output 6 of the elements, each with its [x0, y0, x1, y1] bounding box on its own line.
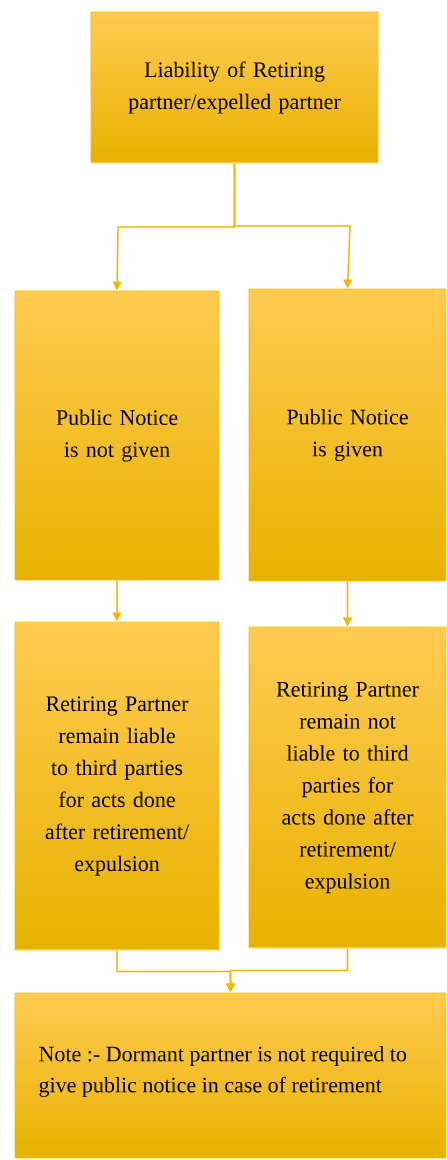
process-box: Retiring Partner remain not liable to third parties for acts done after retirement/ expulsion — [248, 626, 447, 949]
note-box: Note :- Dormant partner is not required to give public notice in case of retirement — [14, 992, 447, 1159]
process-box: Public Notice is given — [248, 288, 447, 582]
process-box: Retiring Partner remain liable to third parties for acts done after retirement/ expulsion — [14, 621, 220, 951]
process-box: Public Notice is not given — [14, 290, 220, 581]
process-box: Liability of Retiring partner/expelled partner — [90, 11, 379, 164]
